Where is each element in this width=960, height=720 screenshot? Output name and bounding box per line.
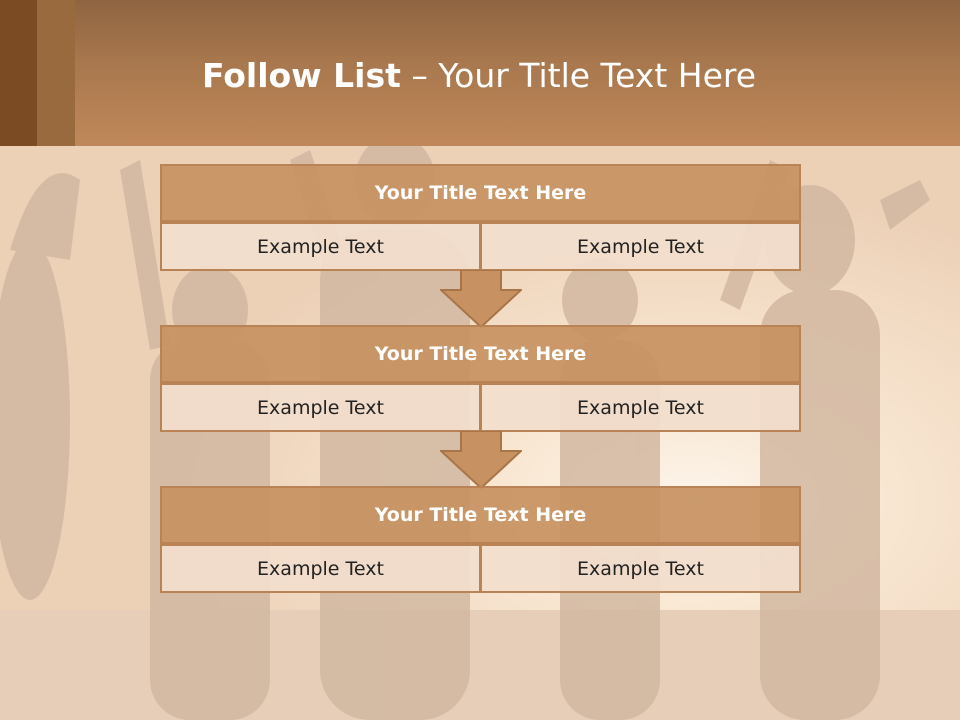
flow-block-cell: Example Text (160, 383, 481, 432)
flow-block-cell: Example Text (480, 544, 801, 593)
down-arrow-icon (440, 270, 522, 328)
flow-block: Your Title Text Here Example Text Exampl… (160, 164, 801, 271)
flow-block-title: Your Title Text Here (160, 164, 801, 222)
flow-block-title: Your Title Text Here (160, 486, 801, 544)
flow-block-cell: Example Text (160, 222, 481, 271)
slide-title-bold: Follow List (202, 56, 401, 95)
flow-block-cell: Example Text (480, 222, 801, 271)
slide-title: Follow List – Your Title Text Here (202, 54, 756, 98)
title-bar: Follow List – Your Title Text Here (0, 0, 960, 146)
flow-block: Your Title Text Here Example Text Exampl… (160, 486, 801, 593)
flow-block-cell: Example Text (480, 383, 801, 432)
title-bar-accent (37, 0, 75, 146)
flow-block-cell: Example Text (160, 544, 481, 593)
flow-block: Your Title Text Here Example Text Exampl… (160, 325, 801, 432)
down-arrow-icon (440, 431, 522, 489)
title-bar-accent (0, 0, 37, 146)
flow-block-title: Your Title Text Here (160, 325, 801, 383)
slide-title-rest: – Your Title Text Here (400, 56, 757, 95)
